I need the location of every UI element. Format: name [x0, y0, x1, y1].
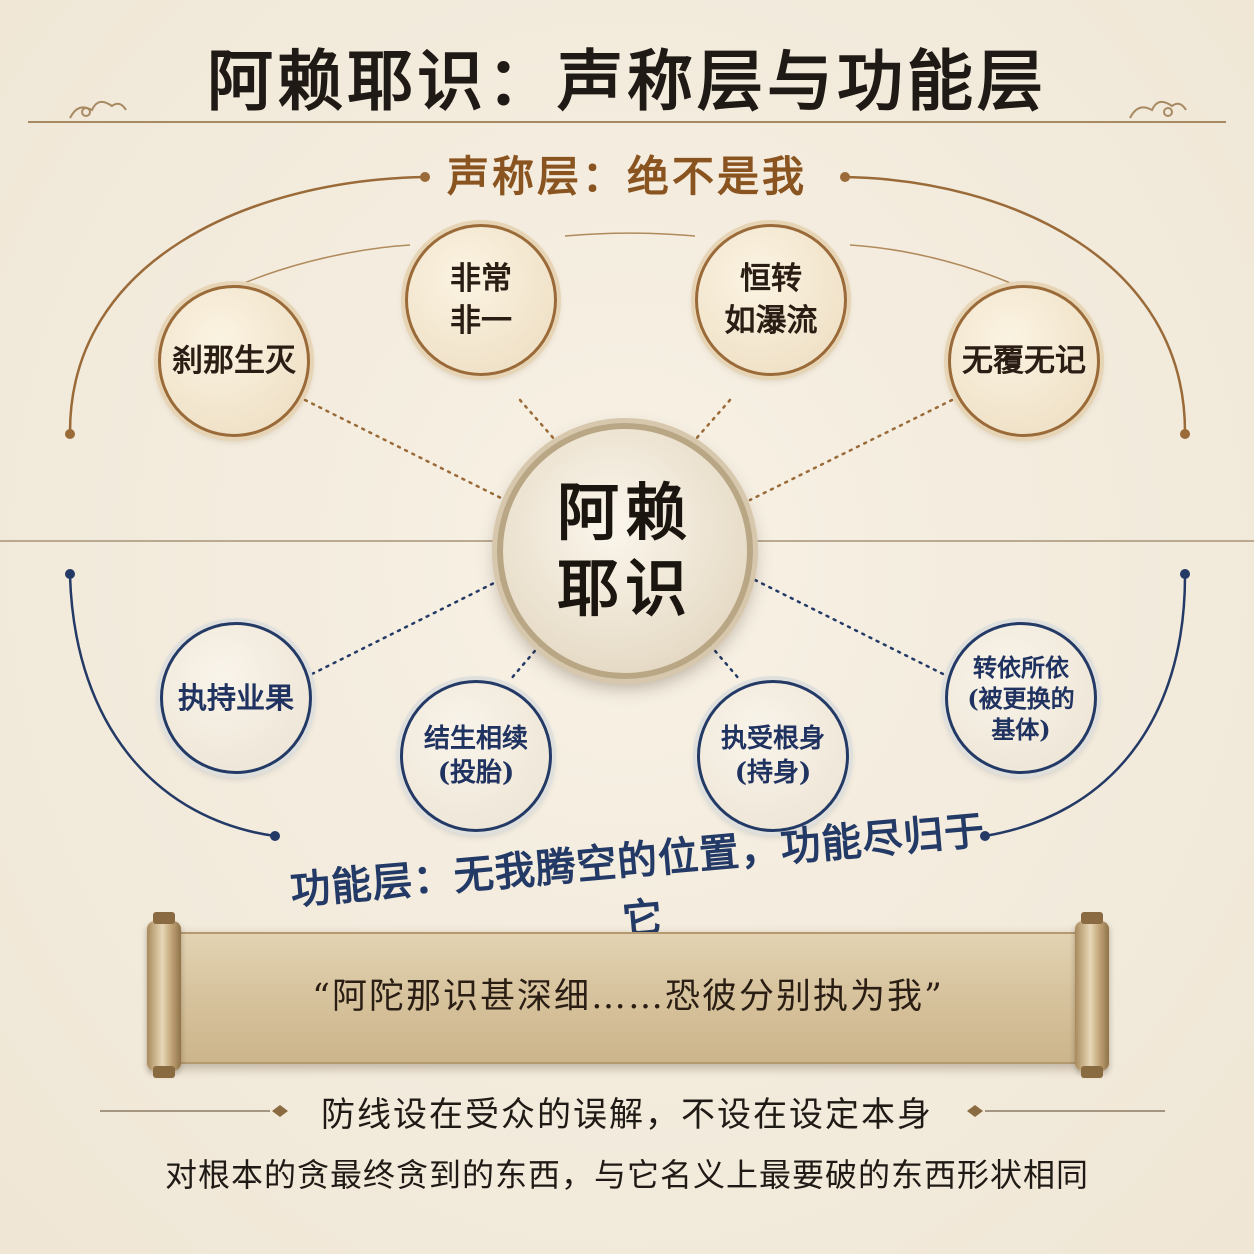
- claim-layer-title: 声称层：绝不是我: [446, 152, 807, 201]
- claim-arc-left: [68, 175, 426, 433]
- claim-arc-dot-left: [420, 172, 430, 182]
- claim-node-1: 刹那生灭: [158, 285, 310, 437]
- spoke-function-1: [308, 578, 502, 677]
- claim-arc-dot-right: [840, 172, 850, 182]
- claim-arc-end-right: [1180, 429, 1190, 439]
- scroll-roller-left: [147, 921, 181, 1071]
- claim-inner-arc-mid: [564, 232, 696, 237]
- function-node-label: 结生相续 (投胎): [423, 724, 528, 788]
- spoke-claim-2: [518, 398, 557, 442]
- roller-cap-top-right: [1081, 912, 1103, 924]
- claim-node-label: 非常 非一: [450, 261, 512, 339]
- function-arc-right: [984, 575, 1187, 838]
- roller-cap-top-left: [153, 912, 175, 924]
- function-arc-left: [68, 575, 276, 838]
- roller-cap-bottom-right: [1081, 1066, 1103, 1078]
- function-node-1: 执持业果: [160, 622, 312, 774]
- spoke-claim-3: [693, 398, 732, 442]
- claim-node-label: 恒转 如瀑流: [724, 261, 818, 339]
- function-arc-dot-right: [980, 831, 990, 841]
- claim-node-4: 无覆无记: [948, 285, 1100, 437]
- spoke-function-2: [508, 643, 542, 682]
- cloud-ornament-left: [69, 100, 127, 119]
- footer-line-2: 对根本的贪最终贪到的东西，与它名义上最要破的东西形状相同: [164, 1156, 1089, 1194]
- function-node-label: 执受根身 (持身): [720, 724, 825, 788]
- function-arc-dot-left: [270, 831, 280, 841]
- claim-node-label: 无覆无记: [962, 343, 1086, 379]
- center-node-label: 阿赖 耶识: [556, 476, 693, 625]
- function-node-4: 转依所依 (被更换的 基体): [945, 622, 1097, 774]
- claim-node-3: 恒转 如瀑流: [695, 224, 847, 376]
- spoke-claim-1: [303, 398, 507, 502]
- function-node-label: 转依所依 (被更换的 基体): [967, 652, 1075, 744]
- scroll-quote: “阿陀那识甚深细……恐彼分别执为我”: [312, 977, 944, 1017]
- page-title: 阿赖耶识：声称层与功能层: [207, 42, 1047, 120]
- function-node-label: 执持业果: [177, 681, 294, 715]
- scroll-roller-right: [1075, 921, 1109, 1071]
- spoke-claim-4: [748, 398, 954, 502]
- claim-node-label: 刹那生灭: [172, 343, 296, 379]
- function-arc-end-right: [1180, 569, 1190, 579]
- claim-arc-right: [844, 175, 1187, 433]
- cloud-ornament-right: [1129, 100, 1187, 119]
- center-node: 阿赖 耶识: [497, 423, 753, 679]
- claim-node-2: 非常 非一: [405, 224, 557, 376]
- spoke-function-3: [708, 643, 742, 682]
- footer-diamond-right: [967, 1105, 983, 1117]
- scroll-banner: [178, 932, 1078, 1064]
- spoke-function-4: [753, 578, 947, 677]
- function-node-2: 结生相续 (投胎): [400, 680, 552, 832]
- function-node-3: 执受根身 (持身): [697, 680, 849, 832]
- function-arc-end-left: [65, 569, 75, 579]
- roller-cap-bottom-left: [153, 1066, 175, 1078]
- claim-arc-end-left: [65, 429, 75, 439]
- footer-line-1: 防线设在受众的误解，不设在设定本身: [321, 1095, 933, 1135]
- footer-diamond-left: [272, 1105, 288, 1117]
